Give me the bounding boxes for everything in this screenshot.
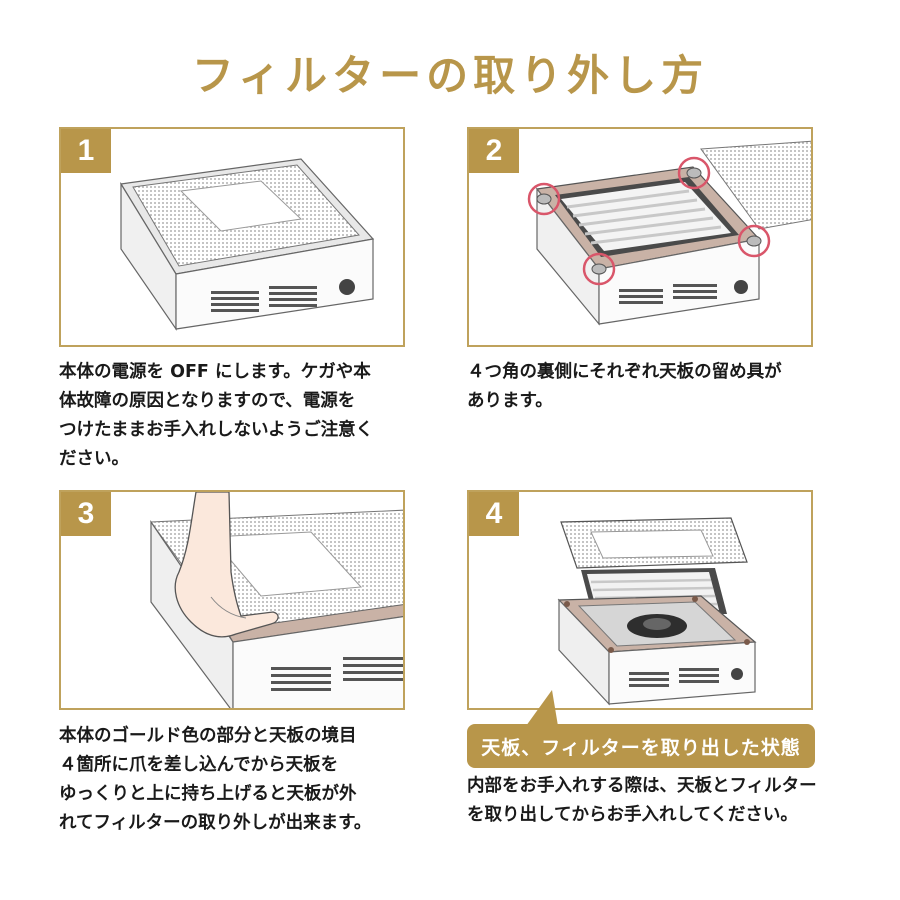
step-3-number: 3	[61, 492, 111, 536]
clip-markers	[527, 156, 771, 286]
step-3-caption: 本体のゴールド色の部分と天板の境目 ４箇所に爪を差し込んでから天板を ゆっくりと…	[59, 726, 372, 833]
step-1-unit-illustration-icon	[120, 158, 375, 331]
step-2-caption: ４つ角の裏側にそれぞれ天板の留め具が あります。	[467, 362, 782, 411]
step-2-number: 2	[469, 129, 519, 173]
step-3-hand-lift-illustration-icon	[150, 492, 403, 708]
step-2-clips-illustration-icon	[527, 140, 811, 326]
step-1-panel: 1	[59, 127, 405, 347]
state-badge-pointer-icon	[526, 690, 558, 726]
state-badge: 天板、フィルターを取り出した状態	[467, 724, 815, 768]
step-3-panel: 3	[59, 490, 405, 710]
step-2-panel: 2	[467, 127, 813, 347]
step-4-panel: 4	[467, 490, 813, 710]
step-4-filter-removed-illustration-icon	[557, 517, 757, 706]
step-4-caption: 内部をお手入れする際は、天板とフィルター を取り出してからお手入れしてください。	[467, 776, 817, 825]
page-title: フィルターの取り外し方	[191, 51, 709, 100]
step-4-number: 4	[469, 492, 519, 536]
step-1-number: 1	[61, 129, 111, 173]
step-1-caption: 本体の電源を OFF にします。ケガや本 体故障の原因となりますので、電源を つ…	[59, 362, 374, 469]
